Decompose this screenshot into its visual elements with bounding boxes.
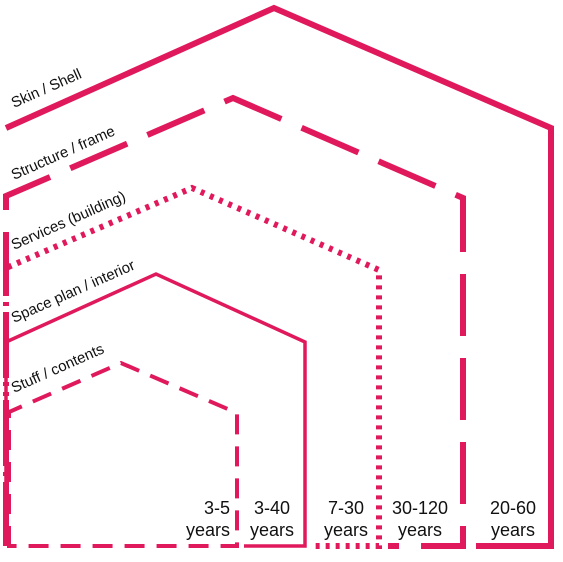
- lifespan-range: 30-120: [392, 498, 448, 518]
- lifespan-services-building: 7-30 years: [324, 498, 368, 540]
- lifespan-unit: years: [186, 520, 230, 540]
- lifespan-stuff-contents: 3-5 years: [186, 498, 230, 540]
- skin-shell-outline: [4, 4, 554, 549]
- lifespan-unit: years: [491, 520, 535, 540]
- structure-frame-outline: [3, 94, 466, 549]
- lifespan-skin-shell: 20-60 years: [490, 498, 536, 540]
- lifespan-space-plan-interior: 3-40 years: [250, 498, 294, 540]
- lifespan-unit: years: [250, 520, 294, 540]
- services-building-outline: [2, 184, 382, 549]
- lifespan-range: 20-60: [490, 498, 536, 518]
- lifespan-structure-frame: 30-120 years: [392, 498, 448, 540]
- lifespan-unit: years: [398, 520, 442, 540]
- stuff-contents-outline: [7, 360, 239, 548]
- lifespan-range: 7-30: [328, 498, 364, 518]
- stuff-contents-label: Stuff / contents: [9, 341, 107, 397]
- lifespan-unit: years: [324, 520, 368, 540]
- skin-shell-label: Skin / Shell: [9, 66, 84, 112]
- space-plan-interior-outline: [4, 272, 307, 548]
- lifespan-range: 3-5: [204, 498, 230, 518]
- lifespan-range: 3-40: [254, 498, 290, 518]
